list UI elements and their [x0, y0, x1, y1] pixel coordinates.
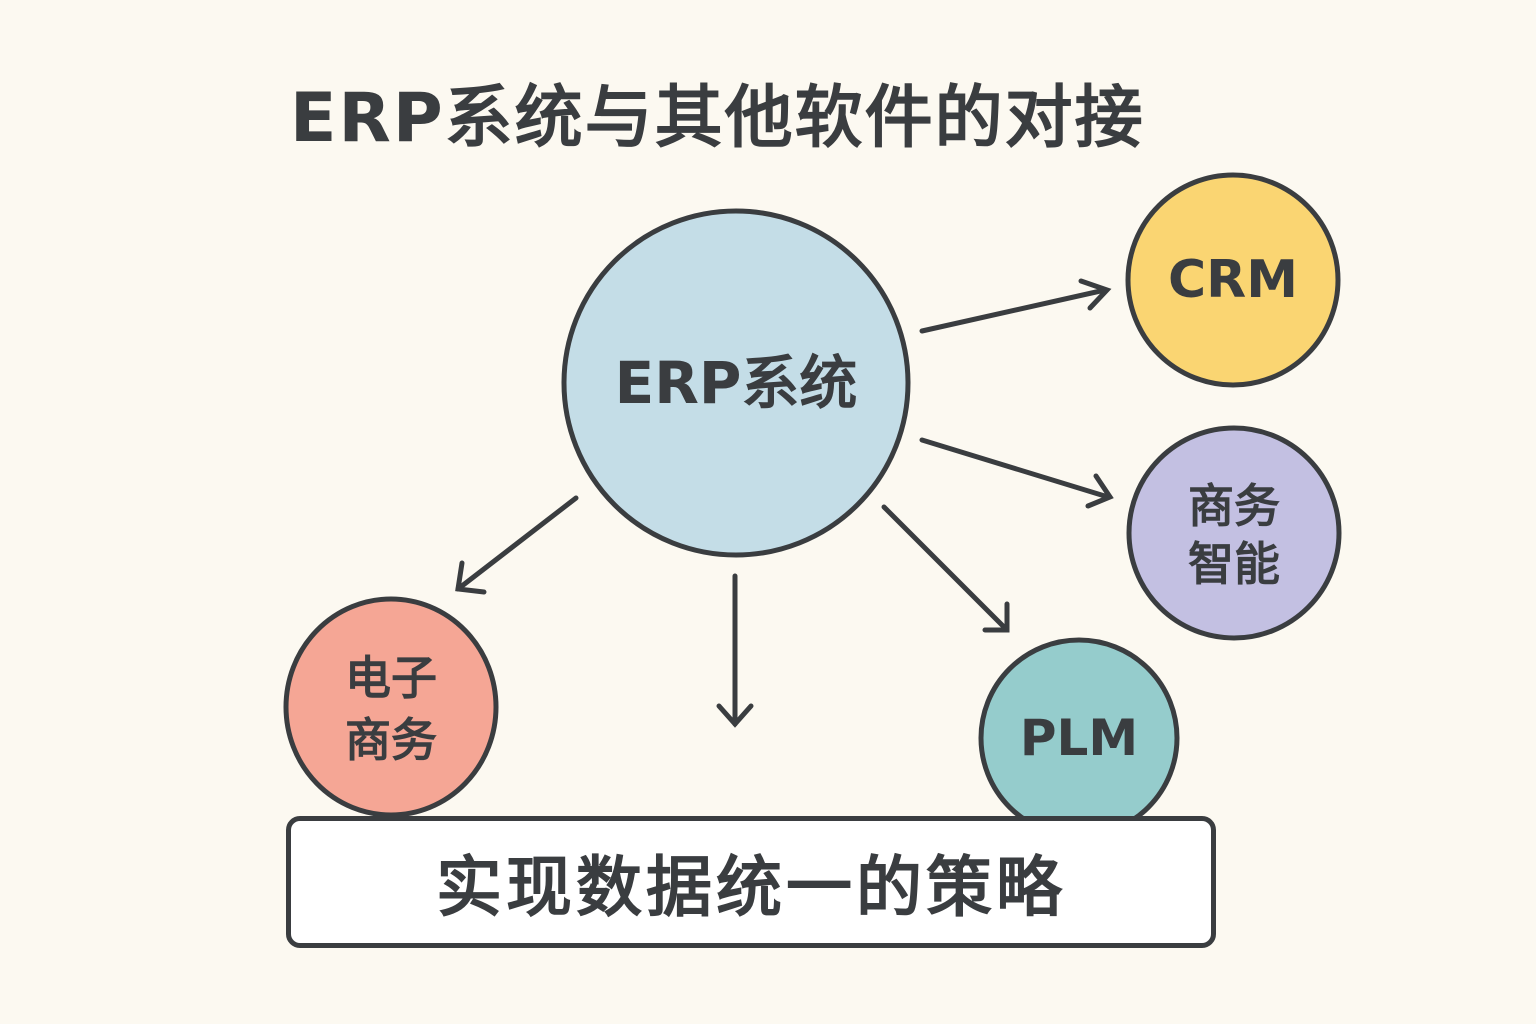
erp-label: ERP系统 [615, 349, 858, 417]
erp-circle [561, 208, 911, 558]
diagram-title: ERP系统与其他软件的对接 [290, 79, 1145, 158]
node-crm: CRM [1125, 172, 1341, 388]
plm-label: PLM [1020, 709, 1138, 767]
arrow-erp-to-crm [919, 278, 1112, 334]
bi-label-line-2: 智能 [1188, 537, 1280, 591]
strategy-box: 实现数据统一的策略 [286, 816, 1216, 948]
arrow-erp-to-plm [881, 504, 1010, 633]
arrow-erp-to-strategy [716, 573, 754, 728]
crm-circle [1125, 172, 1341, 388]
strategy-label: 实现数据统一的策略 [436, 849, 1066, 926]
bi-circle [1126, 425, 1342, 641]
node-ecommerce: 电子 商务 [283, 596, 499, 818]
node-plm: PLM [978, 637, 1180, 839]
arrow-erp-to-ecommerce [455, 495, 579, 595]
arrow-erp-to-bi [919, 437, 1114, 509]
node-erp: ERP系统 [561, 208, 911, 558]
ecommerce-label-line-1: 电子 [345, 651, 437, 705]
crm-label: CRM [1168, 250, 1298, 310]
ecommerce-label-line-2: 商务 [345, 713, 437, 767]
node-business-intelligence: 商务 智能 [1126, 425, 1342, 641]
ecommerce-circle [283, 596, 499, 818]
bi-label-line-1: 商务 [1188, 479, 1280, 533]
